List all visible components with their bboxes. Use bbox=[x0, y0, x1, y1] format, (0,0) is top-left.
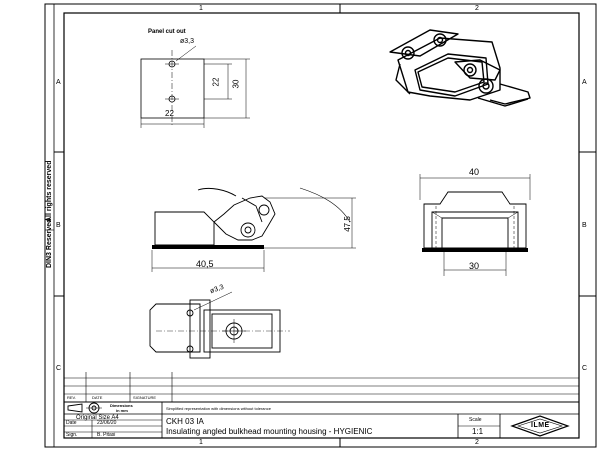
row-label-a: A bbox=[56, 79, 61, 86]
ilme-logo bbox=[510, 415, 570, 437]
projection-symbol-icon bbox=[67, 402, 102, 414]
side-view bbox=[151, 187, 356, 272]
row-label-b: B bbox=[56, 222, 61, 229]
row-label-c-right: C bbox=[582, 365, 588, 372]
dimensions-unit: in mm bbox=[116, 408, 128, 413]
scale-label: Scale bbox=[469, 417, 482, 423]
side-view-dim-40-5: 40,5 bbox=[196, 259, 214, 269]
panel-cutout-dim-30-vertical: 30 bbox=[231, 79, 241, 89]
sign-value: B. Pitasi bbox=[97, 432, 116, 438]
scale-value: 1:1 bbox=[472, 427, 484, 436]
row-label-c: C bbox=[56, 365, 62, 372]
drawing-note: Simplified representation with dimension… bbox=[166, 406, 271, 411]
column-label-1: 1 bbox=[199, 5, 203, 12]
panel-cutout-dim-22-vertical: 22 bbox=[211, 77, 221, 87]
side-note-rights: All rights reserved bbox=[46, 160, 53, 222]
side-note-reserved: DIN3 Reserved bbox=[46, 218, 53, 268]
title-block-grid bbox=[64, 372, 579, 438]
side-view-dim-47-5: 47,5 bbox=[342, 216, 352, 232]
outer-frame bbox=[44, 3, 597, 448]
panel-cutout-dim-22-horizontal: 22 bbox=[165, 109, 174, 118]
product-code: CKH 03 IA bbox=[166, 417, 204, 426]
column-label-2-bottom: 2 bbox=[475, 439, 479, 446]
dimensions-label: Dimensions bbox=[110, 403, 133, 408]
signature-label: SIGNATURE bbox=[133, 395, 157, 400]
row-label-b-right: B bbox=[582, 222, 587, 229]
panel-cutout-view bbox=[140, 45, 250, 128]
isometric-view bbox=[389, 29, 531, 107]
panel-cutout-hole-dia: ø3,3 bbox=[180, 38, 195, 45]
panel-cutout-title: Panel cut out bbox=[148, 29, 186, 35]
logo-text: ILME bbox=[531, 422, 550, 429]
date-row-label: Date bbox=[66, 420, 77, 426]
inner-frame bbox=[63, 12, 580, 439]
row-label-a-right: A bbox=[582, 79, 587, 86]
product-description: Insulating angled bulkhead mounting hous… bbox=[166, 427, 373, 436]
sign-label: Sign. bbox=[66, 432, 78, 438]
column-label-2: 2 bbox=[475, 5, 479, 12]
front-view-dim-40: 40 bbox=[469, 167, 480, 177]
original-size-label: Original Size A4 bbox=[76, 415, 119, 421]
top-view bbox=[149, 291, 290, 359]
rev-label: REV. bbox=[67, 395, 76, 400]
front-view bbox=[419, 174, 531, 276]
front-view-dim-30: 30 bbox=[469, 261, 480, 271]
date-value: 23/06/20 bbox=[97, 420, 117, 426]
date-label: DATE bbox=[92, 395, 103, 400]
column-label-1-bottom: 1 bbox=[199, 439, 203, 446]
